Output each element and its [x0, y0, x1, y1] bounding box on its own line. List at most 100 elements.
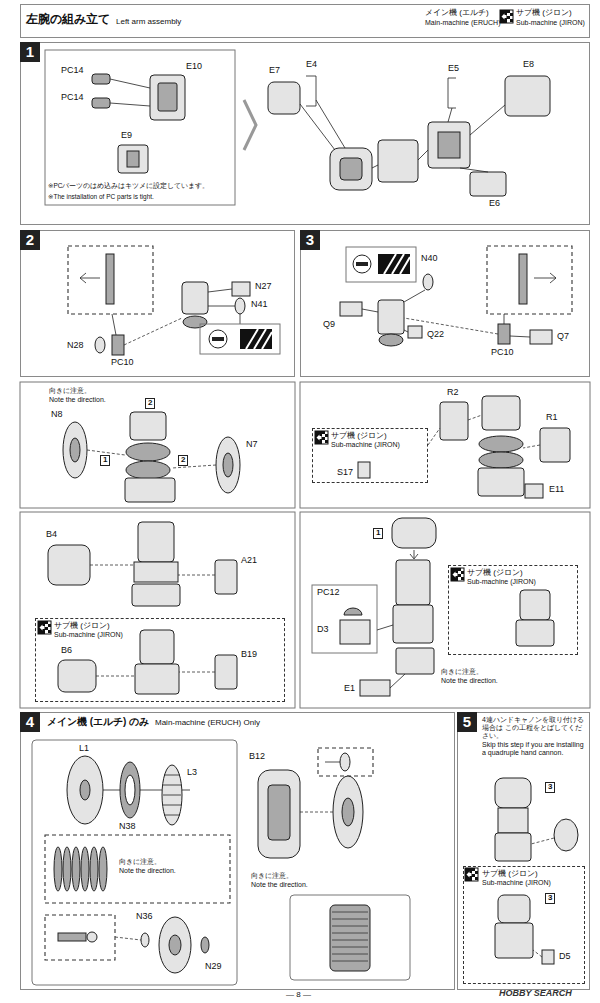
drawing-rect	[498, 808, 528, 833]
note-text: Note the direction.	[48, 396, 107, 404]
drawing-path	[390, 674, 405, 688]
drawing-rect	[106, 254, 114, 304]
drawing-rect	[505, 76, 550, 116]
part-label: E7	[268, 66, 281, 76]
drawing-rect	[215, 655, 237, 689]
drawing-path	[448, 78, 456, 108]
drawing-ellipse	[54, 847, 62, 891]
drawing-ellipse	[479, 436, 523, 452]
drawing-rect	[428, 122, 470, 168]
drawing-rect	[358, 462, 370, 478]
part-label: N8	[50, 410, 64, 420]
note-text: Note the direction.	[440, 677, 499, 685]
drawing-rect	[542, 950, 554, 964]
part-label: D3	[316, 625, 330, 635]
note-text: Note the direction.	[118, 867, 177, 875]
drawing-rect	[318, 748, 373, 776]
drawing-ellipse	[125, 775, 135, 805]
drawing-rect	[440, 402, 468, 440]
variant-text: サブ機 (ジロン)	[482, 869, 538, 878]
drawing-rect	[290, 895, 410, 980]
callout-number: 1	[100, 455, 110, 466]
drawing-rect	[540, 428, 570, 462]
drawing-rect	[58, 660, 96, 692]
drawing-rect	[498, 895, 530, 923]
drawing-path	[534, 273, 556, 283]
drawing-rect	[519, 254, 527, 304]
variant-text: サブ機 (ジロン)	[54, 621, 110, 630]
drawing-path	[300, 100, 505, 172]
drawing-rect	[92, 98, 110, 108]
drawing-path	[246, 329, 272, 349]
drawing-rect	[300, 512, 590, 708]
drawing-rect	[68, 246, 153, 314]
drawing-rect	[330, 148, 372, 190]
drawing-rect	[200, 324, 280, 354]
part-label: Q7	[556, 332, 570, 342]
note-text: ※PCパーツのはめ込みはキツメに設定しています。	[47, 182, 210, 189]
drawing-rect	[520, 590, 550, 620]
drawing-use	[500, 10, 513, 23]
drawing-rect	[240, 329, 272, 349]
drawing-ellipse	[162, 765, 182, 825]
page-number: — 8 —	[285, 991, 312, 1000]
drawing-ellipse	[169, 935, 181, 955]
drawing-rect	[340, 158, 362, 180]
part-label: L1	[78, 744, 90, 754]
drawing-ellipse	[63, 847, 71, 891]
drawing-rect	[356, 262, 368, 266]
drawing-rect	[495, 923, 533, 958]
part-label: PC12	[316, 588, 341, 598]
drawing-rect	[378, 300, 404, 334]
callout-number: 1	[373, 528, 383, 539]
drawing-rect	[340, 620, 370, 644]
drawing-ellipse	[333, 776, 363, 848]
part-label: Q9	[322, 320, 336, 330]
drawing-rect	[20, 512, 295, 708]
drawing-ellipse	[379, 334, 403, 346]
drawing-rect	[392, 518, 436, 548]
part-label: E4	[305, 60, 318, 70]
drawing-path	[325, 762, 340, 763]
step-number: 1	[20, 42, 40, 62]
drawing-rect	[130, 412, 166, 440]
section-subtitle: Left arm assembly	[116, 17, 181, 26]
variant-text: サブ機 (ジロン)	[331, 431, 387, 440]
part-label: E1	[343, 684, 356, 694]
drawing-ellipse	[126, 443, 170, 461]
note-text: 向きに注意。	[440, 668, 484, 676]
drawing-rect	[360, 680, 390, 696]
drawing-path	[384, 254, 410, 274]
part-label: E9	[120, 131, 133, 141]
drawing-path	[90, 565, 215, 575]
part-label: PC10	[490, 348, 515, 358]
variant-text: サブ機 (ジロン)	[467, 568, 523, 577]
part-label: E8	[522, 60, 535, 70]
drawing-rect	[330, 905, 370, 971]
part-label: PC10	[110, 358, 135, 368]
drawing-use	[451, 568, 464, 581]
drawing-rect	[232, 282, 250, 296]
drawing-rect	[258, 770, 300, 858]
legend-text: メイン機 (エルチ)	[425, 9, 489, 18]
drawing-rect	[346, 247, 416, 282]
part-label: PC14	[60, 93, 85, 103]
drawing-rect	[396, 648, 434, 674]
part-label: R1	[545, 413, 559, 423]
drawing-rect	[408, 326, 422, 338]
drawing-path	[533, 950, 542, 957]
drawing-use	[315, 431, 328, 444]
step-note: メイン機 (エルチ) のみ	[47, 716, 149, 728]
drawing-rect	[378, 140, 418, 182]
drawing-ellipse	[141, 933, 149, 947]
part-label: E11	[548, 485, 565, 495]
step-panel: 54連ハンドキャノンを取り付ける場合は この工程をとばしてください。Skip t…	[457, 712, 590, 990]
drawing-path	[124, 318, 182, 345]
callout-number: 3	[545, 782, 555, 793]
drawing-path	[96, 672, 215, 676]
drawing-polyline	[244, 100, 256, 150]
drawing-path	[531, 838, 554, 844]
drawing-path	[404, 290, 425, 302]
part-label: B19	[240, 650, 258, 660]
note-text: 向きに注意。	[250, 872, 294, 880]
